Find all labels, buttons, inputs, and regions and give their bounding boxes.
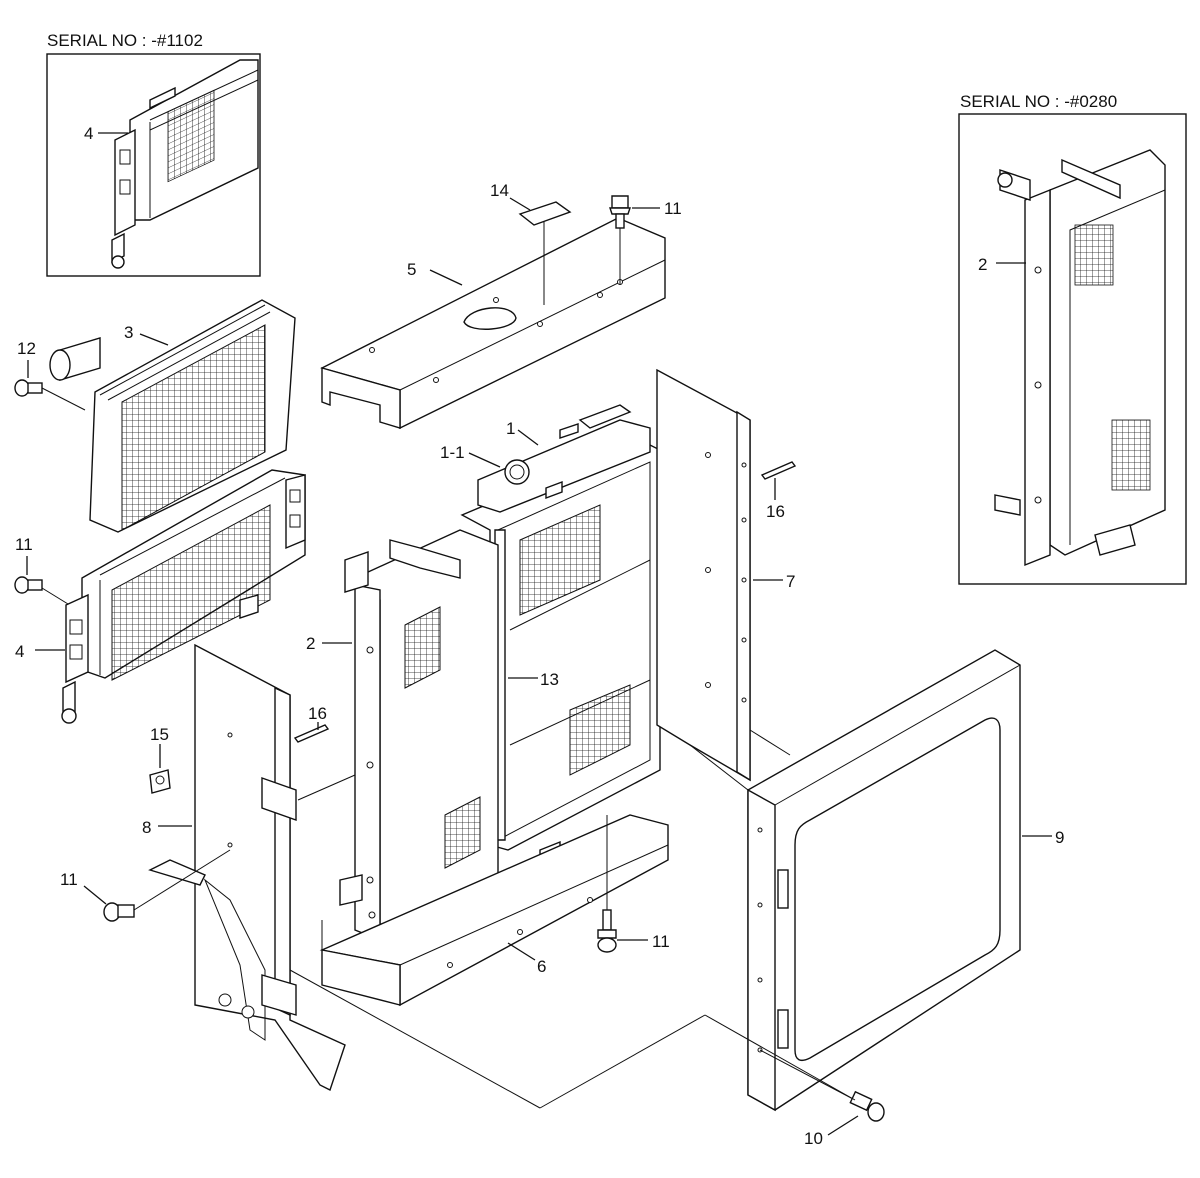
inset-serial-label-right: SERIAL NO : -#0280 — [960, 92, 1117, 111]
clip — [149, 769, 171, 794]
door-panel — [747, 649, 1021, 1112]
upper-cover — [320, 217, 666, 430]
radiator — [460, 404, 661, 862]
leader-11-bottom-left — [83, 885, 107, 905]
bolt-10 — [759, 1049, 885, 1122]
inset-serial-label-left: SERIAL NO : -#1102 — [47, 31, 203, 50]
bolt-bottom-center — [597, 815, 617, 953]
callout-14: 14 — [490, 181, 509, 200]
callout-4: 4 — [15, 642, 24, 661]
intercooler — [49, 299, 296, 533]
callout-16-left: 16 — [308, 704, 327, 723]
callout-1-1: 1-1 — [440, 443, 465, 462]
right-side-plate — [656, 368, 751, 782]
callout-16-right: 16 — [766, 502, 785, 521]
callout-5: 5 — [407, 260, 416, 279]
inset-serial-0280: SERIAL NO : -#0280 2 — [958, 92, 1187, 585]
inset-oil-cooler-left — [111, 59, 259, 269]
callout-6: 6 — [537, 957, 546, 976]
bolt-top — [609, 195, 631, 285]
callout-1: 1 — [506, 419, 515, 438]
bolt-bottom-left — [103, 849, 231, 922]
inset-radiator-right — [994, 149, 1166, 567]
assembly-guides — [289, 729, 856, 1109]
bolt-left — [14, 576, 69, 605]
bottom-frame — [319, 814, 669, 1007]
label-plate — [518, 201, 572, 226]
pin-right — [760, 461, 797, 480]
leader-3 — [139, 333, 169, 346]
bolt-12 — [14, 379, 86, 411]
callout-15: 15 — [150, 725, 169, 744]
leader-10 — [827, 1115, 859, 1136]
callout-12: 12 — [17, 339, 36, 358]
inset-serial-1102: SERIAL NO : -#1102 4 — [46, 31, 261, 277]
leader-14 — [509, 197, 531, 211]
callout-9: 9 — [1055, 828, 1064, 847]
callout-8: 8 — [142, 818, 151, 837]
callout-10: 10 — [804, 1129, 823, 1148]
callout-11-left: 11 — [15, 535, 33, 554]
leader-5 — [429, 269, 463, 286]
leader-1 — [517, 429, 539, 446]
callout-inset-right-2: 2 — [978, 255, 987, 274]
leader-6 — [507, 942, 536, 961]
callout-11-bottom-center: 11 — [652, 932, 670, 951]
callout-13: 13 — [540, 670, 559, 689]
callout-inset-left-4: 4 — [84, 124, 93, 143]
callout-11-top: 11 — [664, 199, 682, 218]
callout-7: 7 — [786, 572, 795, 591]
leader-1-1 — [468, 452, 501, 468]
pin-left — [293, 724, 330, 743]
left-side-plate — [148, 643, 346, 1091]
oil-cooler — [61, 469, 306, 724]
callout-2: 2 — [306, 634, 315, 653]
callout-11-bottom-left: 11 — [60, 870, 78, 889]
side-tank — [339, 529, 499, 942]
callout-3: 3 — [124, 323, 133, 342]
